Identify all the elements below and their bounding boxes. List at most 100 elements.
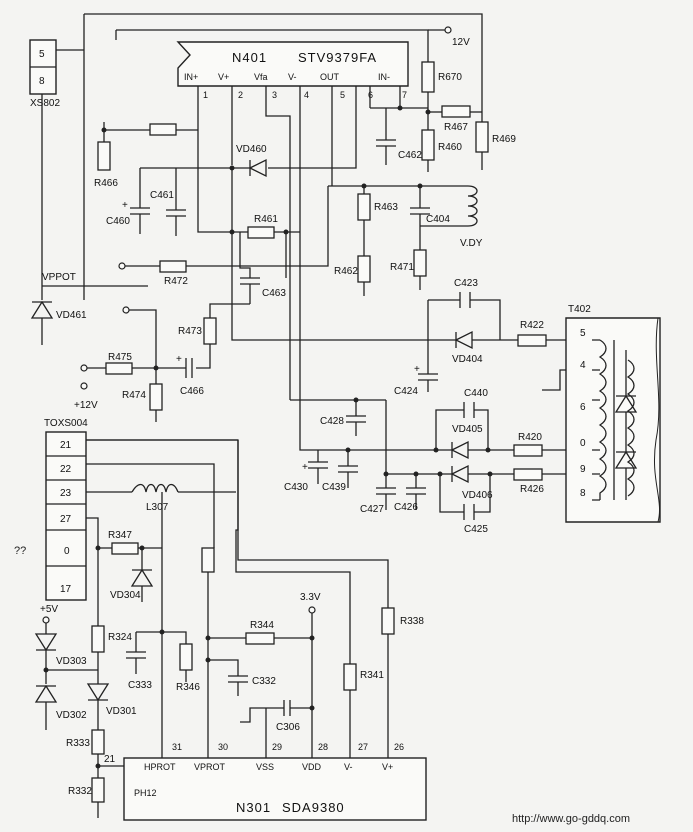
resistor-r333 xyxy=(91,729,105,755)
label-vd302: VD302 xyxy=(56,710,87,721)
label-c439: C439 xyxy=(322,482,346,493)
capacitor-c306 xyxy=(283,700,291,716)
label-r472: R472 xyxy=(164,276,188,287)
label-r462: R462 xyxy=(334,266,358,277)
label-c424: C424 xyxy=(394,386,418,397)
t402-hv-diodes xyxy=(614,350,638,500)
label-r463: R463 xyxy=(374,202,398,213)
resistor-r420 xyxy=(513,444,543,457)
label-c463: C463 xyxy=(262,288,286,299)
toxs004-pin17: 17 xyxy=(60,584,72,595)
label-c426: C426 xyxy=(394,502,418,513)
rail-top xyxy=(84,13,483,122)
n301-pin30-name: VPROT xyxy=(194,762,226,772)
label-c425: C425 xyxy=(464,524,488,535)
capacitor-c404 xyxy=(410,186,430,250)
zener-vd302 xyxy=(34,684,58,730)
resistor-r346 xyxy=(179,643,193,671)
label-r471: R471 xyxy=(390,262,414,273)
n401-pin4-name: V- xyxy=(288,72,297,82)
diode-vd405 xyxy=(450,440,469,460)
watermark: http://www.go-gddq.com xyxy=(512,813,630,825)
n301-pin31-num: 31 xyxy=(172,742,182,752)
n401-pin2-num: 2 xyxy=(238,90,243,100)
resistor-r467 xyxy=(441,105,471,118)
label-c440: C440 xyxy=(464,388,488,399)
capacitor-c333 xyxy=(126,632,146,674)
label-r344: R344 xyxy=(250,620,274,631)
n301-pin27-name: V- xyxy=(344,762,353,772)
n301-pin29-name: VSS xyxy=(256,762,274,772)
label-r473: R473 xyxy=(178,326,202,337)
label-c332: C332 xyxy=(252,676,276,687)
n401-pin5-name: OUT xyxy=(320,72,340,82)
label-r338: R338 xyxy=(400,616,424,627)
t402-pin0: 0 xyxy=(580,438,586,449)
resistor-r670 xyxy=(421,61,435,93)
diode-vd460 xyxy=(248,158,267,178)
diode-vd404 xyxy=(454,330,473,350)
label-c466: C466 xyxy=(180,386,204,397)
transformer-t402 xyxy=(565,317,661,523)
n301-pin26-num: 26 xyxy=(394,742,404,752)
ic-n401-ref: N401 xyxy=(232,50,267,65)
toxs004-pin0: 0 xyxy=(64,546,70,557)
capacitor-c463 xyxy=(239,232,260,304)
label-r475: R475 xyxy=(108,352,132,363)
zener-vd304 xyxy=(130,548,154,602)
label-r332: R332 xyxy=(68,786,92,797)
resistor-r324 xyxy=(91,625,105,653)
ic-n301-part: SDA9380 xyxy=(282,800,345,815)
diode-vd301 xyxy=(86,683,110,730)
resistor-r426 xyxy=(513,468,543,481)
n401-pin3-name: Vfa xyxy=(254,72,268,82)
capacitor-c461 xyxy=(166,168,186,236)
t402-secondary xyxy=(626,359,635,497)
resistor-r422 xyxy=(517,334,547,347)
svg-text:+: + xyxy=(414,364,420,375)
label-c430: C430 xyxy=(284,482,308,493)
capacitor-c430 xyxy=(308,450,328,484)
label-xs802: XS802 xyxy=(30,98,60,109)
n301-pin28-num: 28 xyxy=(318,742,328,752)
n401-pin5-num: 5 xyxy=(340,90,345,100)
label-r347: R347 xyxy=(108,530,132,541)
capacitor-c332 xyxy=(208,659,248,696)
capacitor-c424 xyxy=(418,340,438,392)
label-vd303: VD303 xyxy=(56,656,87,667)
resistor-r338 xyxy=(381,607,395,635)
resistor-r341 xyxy=(343,663,357,691)
label-l307: L307 xyxy=(146,502,169,513)
ic-n301 xyxy=(123,757,427,821)
label-vd405: VD405 xyxy=(452,424,483,435)
resistor-r466-series xyxy=(149,123,177,136)
resistor-r461 xyxy=(247,226,275,239)
inductor-l307 xyxy=(131,483,179,493)
n401-pin2-name: V+ xyxy=(218,72,229,82)
label-5v: +5V xyxy=(40,604,58,615)
svg-text:+: + xyxy=(122,200,128,211)
n301-side-label: PH12 xyxy=(134,788,157,798)
n301-pin26-name: V+ xyxy=(382,762,393,772)
label-vd301: VD301 xyxy=(106,706,137,717)
n401-pin1-num: 1 xyxy=(203,90,208,100)
label-c404: C404 xyxy=(426,214,450,225)
n401-pin7-num: 7 xyxy=(402,90,407,100)
label-vd406: VD406 xyxy=(462,490,493,501)
diode-vd406 xyxy=(450,464,469,484)
resistor-r460 xyxy=(421,129,435,161)
label-12v-left: +12V xyxy=(74,400,98,411)
resistor-r462 xyxy=(357,255,371,283)
label-r346: R346 xyxy=(176,682,200,693)
label-c462: C462 xyxy=(398,150,422,161)
n301-pin29-num: 29 xyxy=(272,742,282,752)
label-vd404: VD404 xyxy=(452,354,483,365)
resistor-r471 xyxy=(413,249,427,277)
resistor-r469 xyxy=(475,121,489,153)
label-12v: 12V xyxy=(452,37,470,48)
resistor-r332 xyxy=(91,777,105,803)
label-vdy: V.DY xyxy=(460,238,483,249)
n301-pin31-name: HPROT xyxy=(144,762,176,772)
n301-pin27-num: 27 xyxy=(358,742,368,752)
